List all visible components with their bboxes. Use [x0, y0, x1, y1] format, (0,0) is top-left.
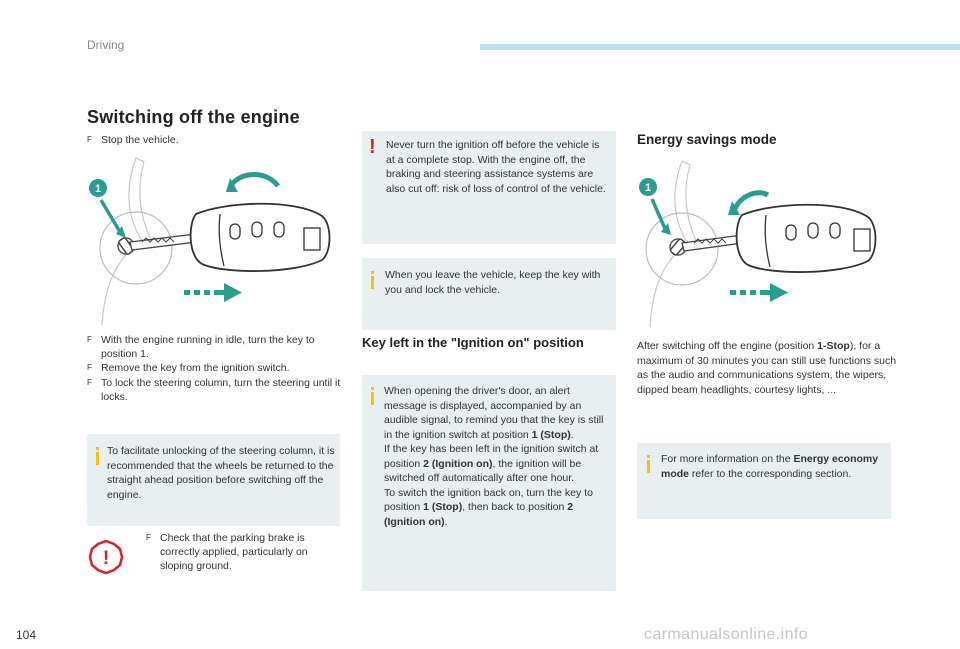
bullet-marker: F	[146, 533, 151, 542]
info-icon	[371, 271, 374, 289]
warning-mark: !	[103, 548, 109, 569]
bullet-marker: F	[87, 335, 92, 344]
ignition-key-illustration: 1	[89, 157, 331, 326]
bullet-text: With the engine running in idle, turn th…	[101, 334, 315, 360]
ignition-key-illustration: 1	[639, 160, 877, 328]
key-left-subtitle: Key left in the "Ignition on" position	[362, 335, 584, 350]
section-label: Driving	[87, 38, 125, 52]
bullet-idle: F With the engine running in idle, turn …	[87, 333, 342, 361]
warning-text: Never turn the ignition off before the v…	[386, 139, 606, 195]
watermark: carmanualsonline.info	[644, 626, 809, 643]
bullet-marker: F	[87, 135, 92, 144]
bullet-text: To lock the steering column, turn the st…	[101, 377, 341, 403]
energy-note-text: For more information on the Energy econo…	[661, 453, 879, 480]
warning-box	[362, 131, 616, 244]
bullet-parking-brake: F Check that the parking brake is correc…	[146, 531, 341, 573]
note-steering	[87, 434, 340, 526]
energy-body: After switching off the engine (position…	[637, 340, 897, 396]
callout-number: 1	[95, 183, 101, 195]
warning-mark: !	[369, 136, 376, 158]
header-bar	[480, 44, 960, 50]
note-steering-text: To facilitate unlocking of the steering …	[107, 445, 335, 501]
info-icon	[96, 447, 99, 465]
energy-note-box	[637, 443, 891, 519]
bullet-marker: F	[87, 378, 92, 387]
info-icon	[647, 455, 650, 473]
bullet-text: Remove the key from the ignition switch.	[101, 362, 290, 374]
tip-text: When you leave the vehicle, keep the key…	[385, 269, 601, 296]
bullet-stop: F Stop the vehicle.	[87, 133, 337, 147]
page-title: Switching off the engine	[87, 107, 300, 127]
warning-icon: !	[88, 539, 124, 575]
tip-box	[362, 258, 616, 330]
ignition-info-box	[362, 375, 616, 591]
info-icon	[371, 387, 374, 405]
ignition-info-text: When opening the driver's door, an alert…	[384, 385, 604, 528]
bullet-text: Check that the parking brake is correctl…	[160, 532, 308, 572]
page-number: 104	[16, 628, 37, 642]
bullet-lock: F To lock the steering column, turn the …	[87, 376, 342, 404]
callout-number: 1	[645, 182, 651, 194]
bullet-remove: F Remove the key from the ignition switc…	[87, 361, 342, 375]
bullet-text: Stop the vehicle.	[101, 134, 179, 146]
bullet-marker: F	[87, 363, 92, 372]
energy-subtitle: Energy savings mode	[637, 132, 777, 147]
